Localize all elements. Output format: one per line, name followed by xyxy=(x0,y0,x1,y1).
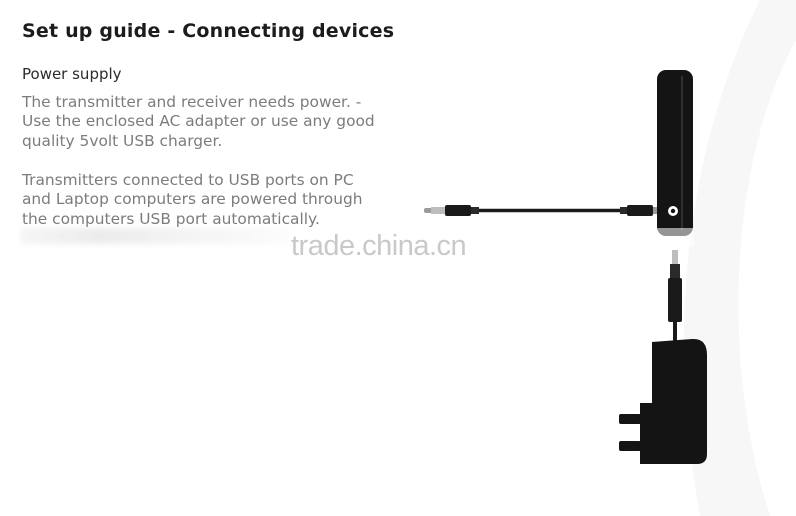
receiver-unit xyxy=(656,70,694,246)
paragraph-line: and Laptop computers are powered through xyxy=(22,190,363,209)
audio-cable xyxy=(424,205,661,216)
section-heading: Power supply xyxy=(22,65,122,83)
paragraph-line: the computers USB port automatically. xyxy=(22,209,320,228)
ac-adapter xyxy=(619,338,707,464)
watermark-text: trade.china.cn xyxy=(291,230,467,262)
paragraph-line: quality 5volt USB charger. xyxy=(22,131,223,150)
paragraph-usb: Transmitters connected to USB ports on P… xyxy=(22,171,363,229)
paragraph-line: The transmitter and receiver needs power… xyxy=(22,93,362,111)
page-title: Set up guide - Connecting devices xyxy=(22,20,395,42)
blurred-text-band xyxy=(20,228,290,244)
paragraph-line: Use the enclosed AC adapter or use any g… xyxy=(22,112,375,131)
paragraph-line: Transmitters connected to USB ports on P… xyxy=(22,171,354,189)
paragraph-adapter: The transmitter and receiver needs power… xyxy=(22,93,375,151)
usb-cable xyxy=(668,250,682,342)
